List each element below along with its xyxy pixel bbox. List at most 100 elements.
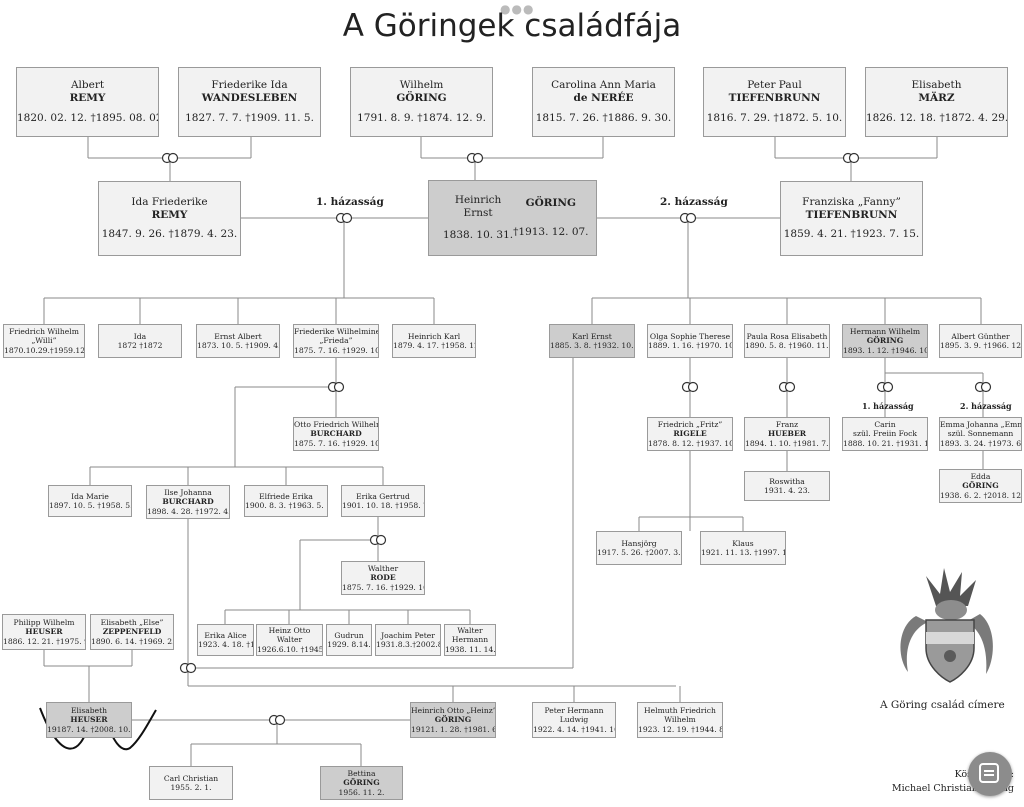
dates: 1889. 1. 16. †1970. 10. 7. [648,341,732,350]
person-wilhelm-goring: Wilhelm GÖRING 1791. 8. 9. †1874. 12. 9. [350,67,493,137]
name: Joachim Peter [381,630,435,640]
surname: MÄRZ [918,92,955,105]
person-ida-marie: Ida Marie 1897. 10. 5. †1958. 5. 16. [48,485,132,517]
first-name: Peter Paul [747,79,802,92]
person-otto-burchard: Otto Friedrich Wilhelm BURCHARD 1875. 7.… [293,417,379,451]
dates: 1791. 8. 9. †1874. 12. 9. [357,111,486,124]
coat-of-arms-caption: A Göring család címere [880,699,1005,711]
surname: ZEPPENFELD [102,627,162,637]
person-bettina-goring: Bettina GÖRING 1956. 11. 2. [320,766,403,800]
dates: 1816. 7. 29. †1872. 5. 10. [706,111,843,124]
middle-name: Wilhelm [664,715,696,725]
person-frieda: Friederike Wilhelmine „Frieda” 1875. 7. … [293,324,379,358]
person-peter-paul-tiefenbrunn: Peter Paul TIEFENBRUNN 1816. 7. 29. †187… [703,67,846,137]
maiden-name: szül. Sonnemann [947,429,1014,439]
person-ida: Ida 1872 †1872 [98,324,182,358]
dates: 1875. 7. 16. †1929. 10. 9. [294,438,378,448]
person-walter-hermann: Walter Hermann 1938. 11. 14. [444,624,496,656]
person-heinz-otto-walter: Heinz Otto Walter 1926.6.10. †1945.7.30. [256,624,323,656]
surname: GÖRING [525,196,576,209]
dates: 1815. 7. 26. †1886. 9. 30. [535,111,672,124]
name: Carin [874,419,896,429]
name: Hansjörg [621,538,657,548]
name: Helmuth Friedrich [644,705,716,715]
first-name: Albert [70,79,105,92]
name: Bettina [347,768,376,778]
person-heinz-goring: Heinrich Otto „Heinz” GÖRING 19121. 1. 2… [410,702,496,738]
dates: 1921. 11. 13. †1997. 11. 17. [701,548,785,557]
person-gudrun: Gudrun 1929. 8.14. [326,624,372,656]
person-roswitha: Roswitha 1931. 4. 23. [744,471,830,501]
dates: 1917. 5. 26. †2007. 3. 15. [597,548,681,557]
dates: 1820. 02. 12. †1895. 08. 02. [17,111,159,124]
surname: TIEFENBRUNN [805,208,898,221]
dates: 1878. 8. 12. †1937. 10. 10. [648,438,732,448]
name: Ilse Johanna [164,487,212,497]
dates: 1926.6.10. †1945.7.30. [257,644,323,654]
person-franz-hueber: Franz HUEBER 1894. 1. 10. †1981. 7. 10. [744,417,830,451]
marriage-rings-icon [778,381,796,393]
name: Emma Johanna „Emmy” [940,419,1021,429]
more-dots-icon[interactable]: ●●● [500,2,535,16]
dates: 1872 †1872 [117,341,163,350]
dates: 19187. 14. †2008. 10. 21. [47,724,131,734]
name: Walter [457,625,483,635]
name: Carl Christian [163,773,219,783]
surname: de NERÉE [573,92,634,105]
dates: 1923. 4. 18. †1945 [198,640,253,649]
person-peter-hermann: Peter Hermann Ludwig 1922. 4. 14. †1941.… [532,702,616,738]
person-klaus: Klaus 1921. 11. 13. †1997. 11. 17. [700,531,786,565]
person-heinrich-ernst-goring: Heinrich Ernst 1838. 10. 31. GÖRING †191… [428,180,597,256]
surname: REMY [69,92,106,105]
dates: 1890. 5. 8. †1960. 11. 30. [745,341,829,350]
floating-chat-button[interactable] [968,752,1012,796]
person-ida-remy: Ida Friederike REMY 1847. 9. 26. †1879. … [98,181,241,256]
dates: 1894. 1. 10. †1981. 7. 10. [745,438,829,448]
dates: 1890. 6. 14. †1969. 2. 13. [91,636,174,646]
person-karl-ernst: Karl Ernst 1885. 3. 8. †1932. 10. 4. [549,324,635,358]
first-name: Friederike Ida [211,79,288,92]
person-friederike-wandesleben: Friederike Ida WANDESLEBEN 1827. 7. 7. †… [178,67,321,137]
dates: 1879. 4. 17. †1958. 12. 5. [393,341,475,350]
middle-name: Walter [276,635,303,645]
surname: BURCHARD [162,497,214,507]
surname: GÖRING [343,778,380,788]
dates: 1870.10.29.†1959.12.14. [4,345,85,355]
person-emmy: Emma Johanna „Emmy” szül. Sonnemann 1893… [939,417,1022,451]
person-elfriede-erika: Elfriede Erika 1900. 8. 3. †1963. 5. 1. [244,485,328,517]
person-fritz-rigele: Friedrich „Fritz” RIGELE 1878. 8. 12. †1… [647,417,733,451]
dates: 1847. 9. 26. †1879. 4. 23. [101,228,238,241]
person-elisabeth-heuser: Elisabeth HEUSER 19187. 14. †2008. 10. 2… [46,702,132,738]
marriage-rings-icon [876,381,894,393]
second-marriage-label: 2. házasság [660,196,728,208]
name: Albert Günther [951,331,1010,341]
marriage-rings-icon [466,152,484,164]
surname: GÖRING [396,92,447,105]
person-albert-remy: Albert REMY 1820. 02. 12. †1895. 08. 02. [16,67,159,137]
name: Heinrich Otto „Heinz” [411,705,496,715]
name: Hermann Wilhelm [849,326,921,336]
name: Friedrich Wilhelm [9,326,79,336]
marriage-rings-icon [268,714,286,726]
person-albert-gunther: Albert Günther 1895. 3. 9. †1966. 12. 20… [939,324,1022,358]
dates: 1827. 7. 7. †1909. 11. 5. [185,111,314,124]
person-olga: Olga Sophie Therese 1889. 1. 16. †1970. … [647,324,733,358]
marriage-rings-icon [974,381,992,393]
name: Olga Sophie Therese [649,331,731,341]
name: Roswitha [769,476,805,486]
credit-line-2: Michael Christian Göring [891,783,1014,795]
maiden-name: szül. Freiin Fock [853,429,917,439]
page-title: A Göringek családfája [342,8,682,44]
first-name: Heinrich [454,194,502,207]
name: Peter Hermann [544,705,604,715]
first-name: Franziska „Fanny” [802,195,901,208]
marriage-rings-icon [335,212,353,224]
dates: 1898. 4. 28. †1972. 4. 29. [147,506,230,516]
dates: 1873. 10. 5. †1909. 4. 19. [197,341,280,350]
person-paula: Paula Rosa Elisabeth 1890. 5. 8. †1960. … [744,324,830,358]
nickname: „Frieda” [319,336,353,346]
dates: 1955. 2. 1. [170,783,212,792]
name: Ida Marie [71,491,109,501]
person-franziska-tiefenbrunn: Franziska „Fanny” TIEFENBRUNN 1859. 4. 2… [780,181,923,256]
